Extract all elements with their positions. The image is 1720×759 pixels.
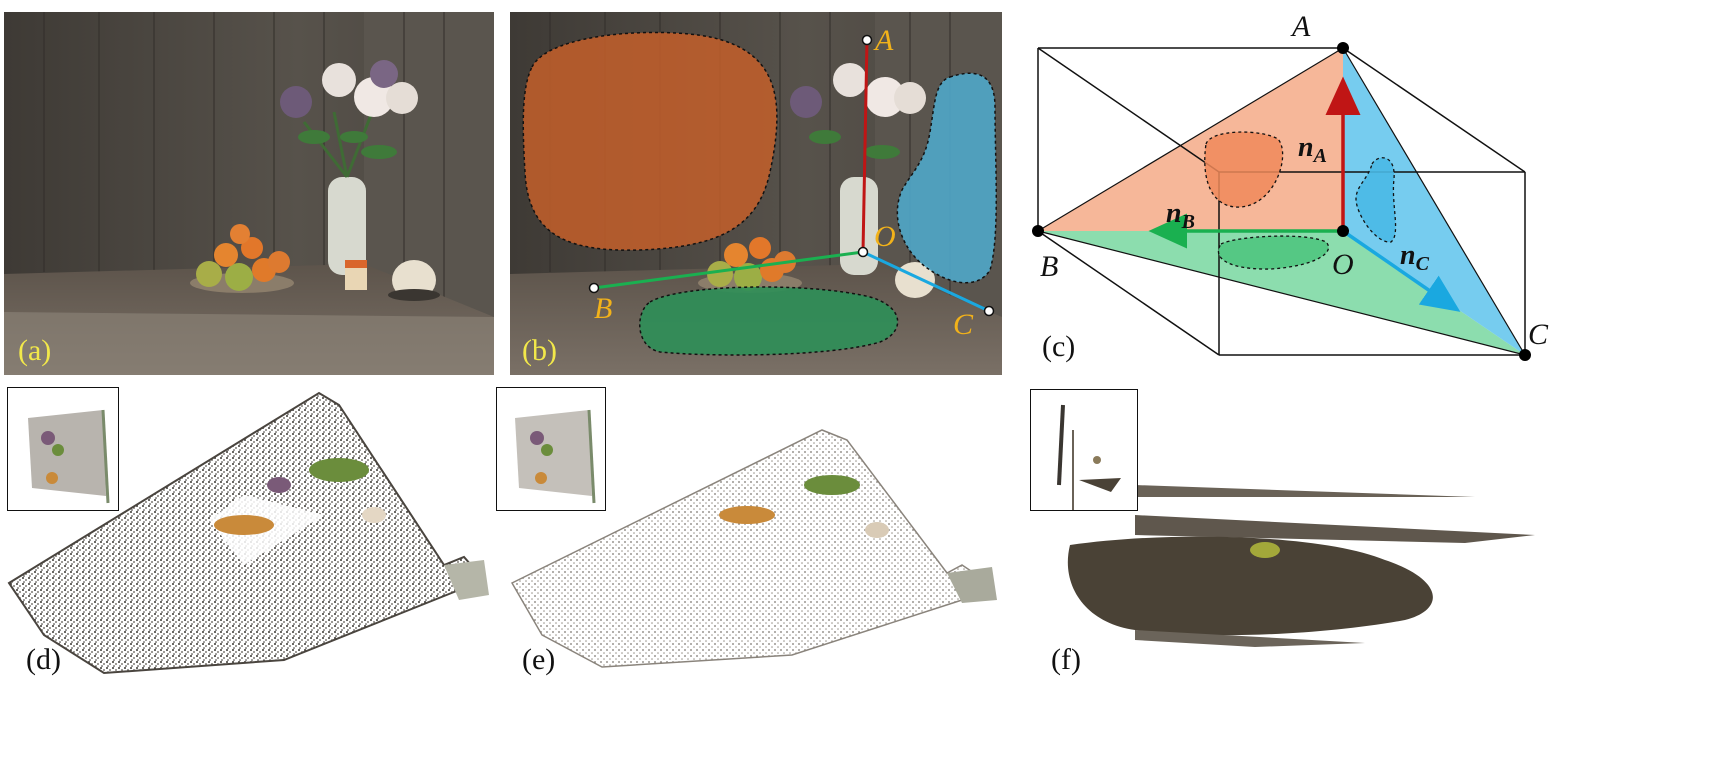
normal-c-label: nC xyxy=(1400,240,1430,275)
panel-b-photo-annotated: A O B C (b) xyxy=(510,12,1002,375)
panel-e-pointcloud: (e) xyxy=(492,385,997,685)
pointcloud-e xyxy=(510,429,997,668)
vertex-o-label: O xyxy=(1332,248,1354,281)
vertex-b xyxy=(1032,225,1044,237)
panel-f-depthview: (f) xyxy=(1025,385,1555,685)
panel-a-label: (a) xyxy=(18,334,52,367)
vertex-a-label: A xyxy=(1290,10,1311,43)
panel-c-label: (c) xyxy=(1042,330,1076,363)
axis-b-line xyxy=(593,250,864,290)
thumbnail-f xyxy=(1030,389,1138,511)
patch-c xyxy=(1355,157,1397,243)
point-o-marker xyxy=(857,246,869,258)
point-c-marker xyxy=(983,305,995,317)
vertex-c-label: C xyxy=(1528,318,1549,351)
axis-a-line xyxy=(861,39,869,253)
depth-slab-view xyxy=(1067,485,1535,647)
point-a-label: A xyxy=(873,24,894,57)
panel-b-label: (b) xyxy=(522,334,557,367)
normal-c-arrow xyxy=(1342,229,1461,312)
patch-a xyxy=(1204,131,1284,208)
vertex-c xyxy=(1519,349,1531,361)
pointcloud-d xyxy=(7,391,489,675)
panel-d-label: (d) xyxy=(26,643,61,676)
plane-b-region xyxy=(639,286,899,356)
point-b-label: B xyxy=(594,292,612,325)
scene-photo-b: A O B C xyxy=(510,12,1002,375)
point-o-label: O xyxy=(874,220,896,253)
vertex-o xyxy=(1337,225,1349,237)
axis-c-line xyxy=(862,250,990,313)
scene-photo-a xyxy=(4,12,494,375)
panel-a-photo: (a) xyxy=(4,12,494,375)
panel-f-label: (f) xyxy=(1051,643,1081,676)
vertex-a xyxy=(1337,42,1349,54)
plane-a-region xyxy=(522,31,778,251)
normal-b-label: nB xyxy=(1166,198,1195,233)
plane-c-region xyxy=(896,72,997,284)
panel-e-label: (e) xyxy=(522,643,556,676)
panel-d-pointcloud: (d) xyxy=(4,385,504,685)
thumbnail-e xyxy=(496,387,606,511)
thumbnail-d xyxy=(7,387,119,511)
cube-diagram: A B O C nA nB nC xyxy=(1032,10,1549,361)
point-c-label: C xyxy=(953,308,974,341)
patch-b xyxy=(1218,235,1330,270)
panel-c-diagram: A B O C nA nB nC (c) xyxy=(1016,4,1570,379)
normal-a-label: nA xyxy=(1298,132,1327,167)
point-b-marker xyxy=(588,282,600,294)
point-a-marker xyxy=(861,34,873,46)
vertex-b-label: B xyxy=(1040,250,1058,283)
